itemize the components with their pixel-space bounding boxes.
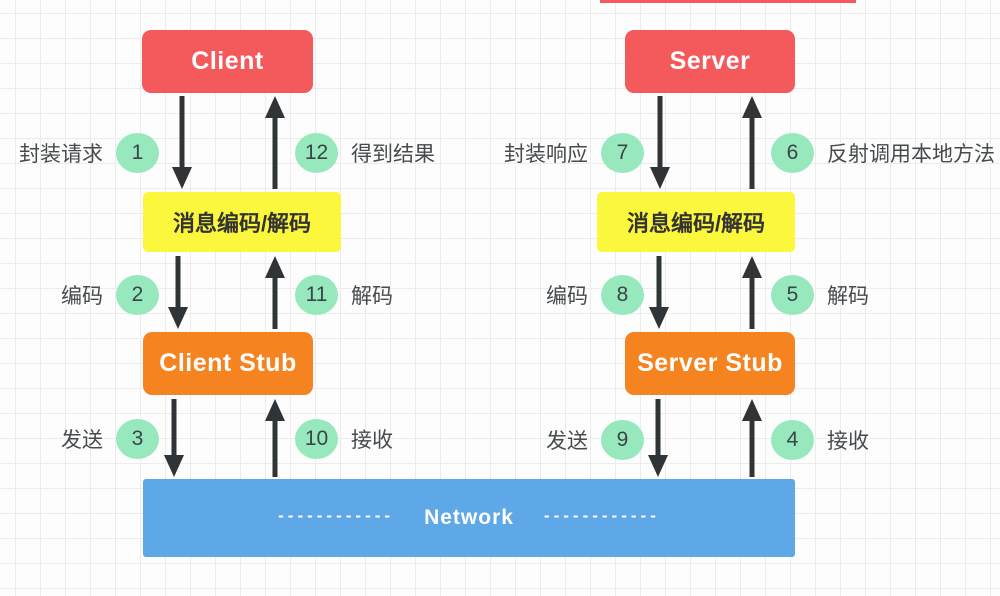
network-dashes-right: ------------ [543, 506, 660, 525]
step-6-reflect-invoke-local: 6 反射调用本地方法 [771, 133, 995, 173]
cropped-red-artifact [600, 0, 856, 3]
step-11-badge: 11 [295, 275, 338, 315]
step-9-label: 发送 [546, 430, 588, 453]
arrow-down-server-stub-to-network [648, 399, 668, 477]
step-1-wrap-request: 封装请求 1 [19, 133, 159, 173]
step-3-send: 发送 3 [61, 419, 159, 459]
step-4-label: 接收 [827, 430, 869, 453]
server-codec-box: 消息编码/解码 [597, 192, 795, 252]
arrow-down-client-to-codec [172, 96, 192, 189]
step-10-label: 接收 [351, 429, 393, 452]
step-3-label: 发送 [61, 429, 103, 452]
arrow-up-network-to-server-stub [742, 399, 762, 477]
client-stub-box: Client Stub [143, 332, 313, 395]
step-8-encode: 编码 8 [546, 275, 644, 315]
step-7-label: 封装响应 [504, 143, 588, 166]
step-6-badge: 6 [771, 133, 814, 173]
step-3-badge: 3 [116, 419, 159, 459]
step-10-badge: 10 [295, 419, 338, 459]
network-dashes-left: ------------ [278, 506, 395, 525]
arrow-down-codec-to-server-stub [649, 256, 669, 329]
arrow-down-codec-to-client-stub [168, 256, 188, 329]
step-11-label: 解码 [351, 285, 393, 308]
step-12-get-result: 12 得到结果 [295, 133, 435, 173]
step-7-wrap-response: 封装响应 7 [504, 133, 644, 173]
server-stub-box: Server Stub [625, 332, 795, 395]
arrow-up-codec-to-client [265, 96, 285, 189]
step-5-decode: 5 解码 [771, 275, 869, 315]
arrow-down-client-stub-to-network [164, 399, 184, 477]
step-10-receive: 10 接收 [295, 419, 393, 459]
step-8-label: 编码 [546, 285, 588, 308]
arrow-down-server-to-codec [650, 96, 670, 189]
step-12-label: 得到结果 [351, 143, 435, 166]
network-label: Network [424, 506, 514, 529]
arrow-up-client-stub-to-codec [265, 256, 285, 329]
step-1-badge: 1 [116, 133, 159, 173]
server-box: Server [625, 30, 795, 93]
arrow-up-network-to-client-stub [265, 399, 285, 477]
step-11-decode: 11 解码 [295, 275, 393, 315]
step-2-encode: 编码 2 [61, 275, 159, 315]
step-4-receive: 4 接收 [771, 420, 869, 460]
step-7-badge: 7 [601, 133, 644, 173]
client-codec-box: 消息编码/解码 [143, 192, 341, 252]
step-2-badge: 2 [116, 275, 159, 315]
step-2-label: 编码 [61, 285, 103, 308]
step-6-label: 反射调用本地方法 [827, 143, 995, 166]
step-8-badge: 8 [601, 275, 644, 315]
step-4-badge: 4 [771, 420, 814, 460]
step-9-send: 发送 9 [546, 420, 644, 460]
network-box: ------------ Network ------------ [143, 479, 795, 557]
step-9-badge: 9 [601, 420, 644, 460]
arrow-up-server-stub-to-codec [742, 256, 762, 329]
step-5-badge: 5 [771, 275, 814, 315]
step-1-label: 封装请求 [19, 143, 103, 166]
step-5-label: 解码 [827, 285, 869, 308]
arrow-up-codec-to-server [742, 96, 762, 189]
step-12-badge: 12 [295, 133, 338, 173]
client-box: Client [142, 30, 313, 93]
